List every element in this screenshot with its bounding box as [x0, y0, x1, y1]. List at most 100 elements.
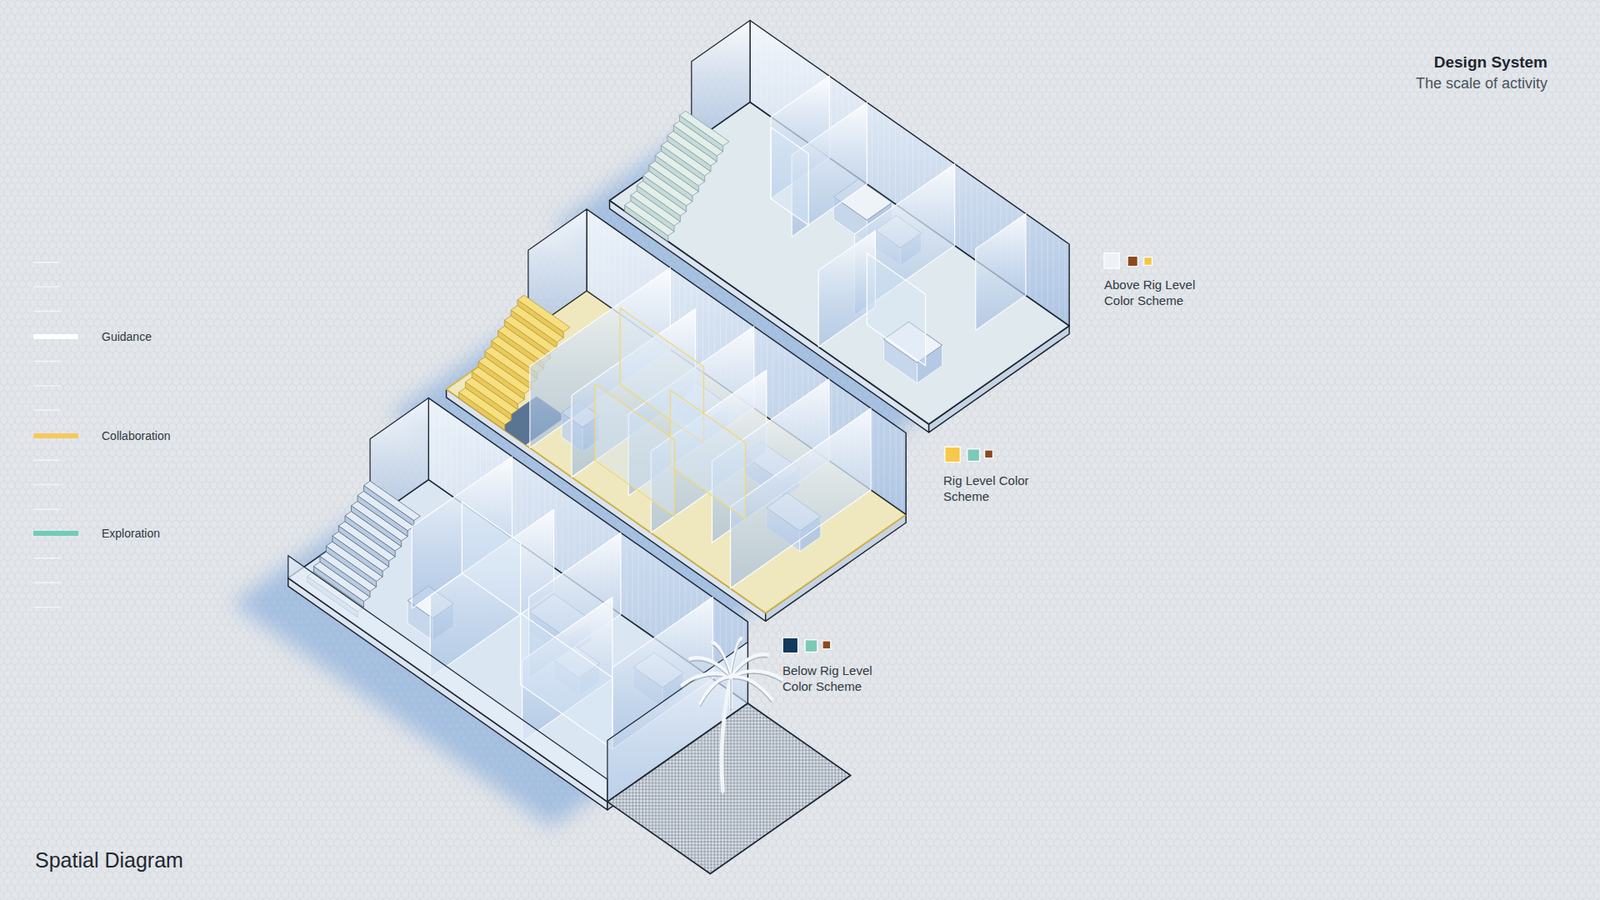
- wall-texture: [555, 490, 557, 568]
- wall-texture: [456, 420, 458, 498]
- wall-texture: [1029, 218, 1030, 296]
- wall-texture: [638, 546, 640, 625]
- wall-texture: [755, 25, 756, 104]
- wall-texture: [1047, 230, 1049, 309]
- wall-texture: [959, 169, 960, 247]
- wall-texture: [702, 292, 704, 370]
- color-swatch: [945, 446, 960, 462]
- palm-frond-shade: [730, 679, 731, 711]
- palm-trunk: [721, 676, 731, 791]
- wall-texture: [889, 120, 890, 198]
- legend-tick: [33, 484, 60, 485]
- wall-texture: [462, 424, 464, 502]
- stair-riser: [364, 485, 415, 527]
- wall-texture: [433, 403, 435, 481]
- legend-tick: [33, 285, 60, 287]
- legend-tick: [33, 261, 60, 263]
- wall-texture: [609, 226, 610, 305]
- wall-texture: [655, 559, 657, 637]
- legend-tick: [33, 606, 60, 608]
- garden-bed: [607, 703, 851, 875]
- color-swatch: [985, 450, 994, 459]
- color-swatch: [1144, 257, 1153, 266]
- scheme-label: Below Rig Level Color Scheme: [782, 663, 900, 695]
- wall-texture: [883, 115, 885, 194]
- wall-texture: [520, 465, 522, 543]
- wall-texture: [1053, 235, 1055, 313]
- wall-texture: [884, 420, 885, 498]
- legend-tick: [33, 385, 60, 386]
- wall-texture: [766, 34, 768, 112]
- wall-texture: [450, 415, 452, 494]
- wall-texture: [766, 337, 768, 415]
- legend-tick: [33, 581, 60, 583]
- wall-texture: [778, 42, 780, 120]
- stair-tread: [679, 110, 729, 146]
- wall-texture: [872, 411, 874, 490]
- partition-wall: [730, 408, 871, 589]
- wall-texture: [871, 108, 873, 186]
- wall-texture: [760, 30, 762, 108]
- wall-texture: [615, 230, 616, 309]
- wall-texture: [631, 543, 633, 621]
- stair-tread: [364, 480, 421, 520]
- wall-texture: [772, 38, 774, 116]
- palm-frond-shade: [730, 679, 772, 703]
- legend-tick: [33, 310, 60, 312]
- palm-frond-shade: [700, 679, 731, 707]
- scheme-label: Rig Level Color Scheme: [943, 473, 1030, 505]
- wall-texture: [900, 128, 902, 206]
- palm-frond-shade: [712, 645, 731, 679]
- legend-text: Exploration: [101, 526, 160, 540]
- wall-texture: [890, 424, 891, 502]
- legend-item: Exploration: [33, 525, 160, 541]
- title: Design System: [1434, 53, 1548, 72]
- caption: Spatial Diagram: [35, 848, 184, 873]
- wall-texture: [620, 235, 622, 313]
- legend-tick: [33, 360, 60, 362]
- legend-text: Collaboration: [101, 429, 171, 443]
- wall-texture: [895, 428, 897, 506]
- partition-wall: [975, 213, 1026, 330]
- legend-text: Guidance: [101, 330, 152, 344]
- color-swatch: [1104, 253, 1120, 269]
- scheme-label: Above Rig Level Color Scheme: [1104, 277, 1221, 310]
- legend-swatch: [33, 334, 79, 340]
- wall-texture: [778, 345, 780, 424]
- drawing: [33, 20, 1152, 874]
- wall-texture: [901, 431, 903, 510]
- color-swatch: [822, 640, 831, 650]
- subtitle: The scale of activity: [1415, 74, 1548, 94]
- glass-panel: [866, 253, 925, 366]
- wall-texture: [515, 460, 516, 539]
- front-parapet: [288, 555, 608, 802]
- legend-swatch: [33, 530, 79, 536]
- wall-texture: [597, 219, 599, 297]
- wall-texture: [661, 563, 663, 641]
- color-swatch: [782, 637, 798, 653]
- legend-item: Guidance: [33, 329, 152, 345]
- wall-texture: [1035, 222, 1036, 300]
- wall-texture: [567, 497, 569, 575]
- wall-texture: [696, 288, 698, 366]
- glass-panel: [770, 127, 809, 225]
- wall-texture: [561, 493, 563, 571]
- stair-tread: [517, 295, 570, 332]
- legend-tick: [33, 508, 60, 510]
- legend-tick: [33, 557, 60, 559]
- wall-texture: [1041, 226, 1043, 305]
- legend-swatch: [33, 433, 79, 439]
- wall-texture: [439, 407, 440, 485]
- color-swatch: [805, 640, 818, 653]
- legend-tick: [33, 460, 60, 461]
- wall-texture: [877, 111, 879, 190]
- wall-texture: [650, 555, 651, 633]
- color-swatch: [967, 449, 980, 462]
- wall-texture: [878, 415, 880, 494]
- wall-texture: [1059, 239, 1060, 317]
- wall-texture: [625, 539, 627, 617]
- glass-panel: [670, 390, 745, 520]
- glass-panel: [461, 501, 520, 615]
